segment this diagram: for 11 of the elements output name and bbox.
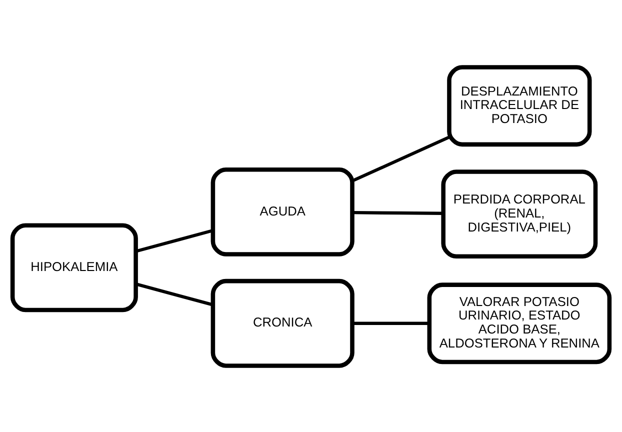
node-box: DESPLAZAMIENTO INTRACELULAR DE POTASIO	[447, 64, 592, 146]
node-box: VALORAR POTASIO URINARIO, ESTADO ACIDO BASE, ALDOSTERONA Y RENINA	[427, 282, 612, 364]
node-box: PERDIDA CORPORAL (RENAL, DIGESTIVA,PIEL)	[441, 169, 598, 258]
connector	[352, 210, 443, 215]
connector	[352, 321, 429, 324]
connector	[352, 135, 450, 182]
connector	[136, 228, 214, 252]
node-box: HIPOKALEMIA	[10, 222, 138, 312]
connector	[136, 282, 214, 306]
node-box: CRONICA	[210, 278, 354, 368]
node-box: AGUDA	[210, 166, 354, 256]
